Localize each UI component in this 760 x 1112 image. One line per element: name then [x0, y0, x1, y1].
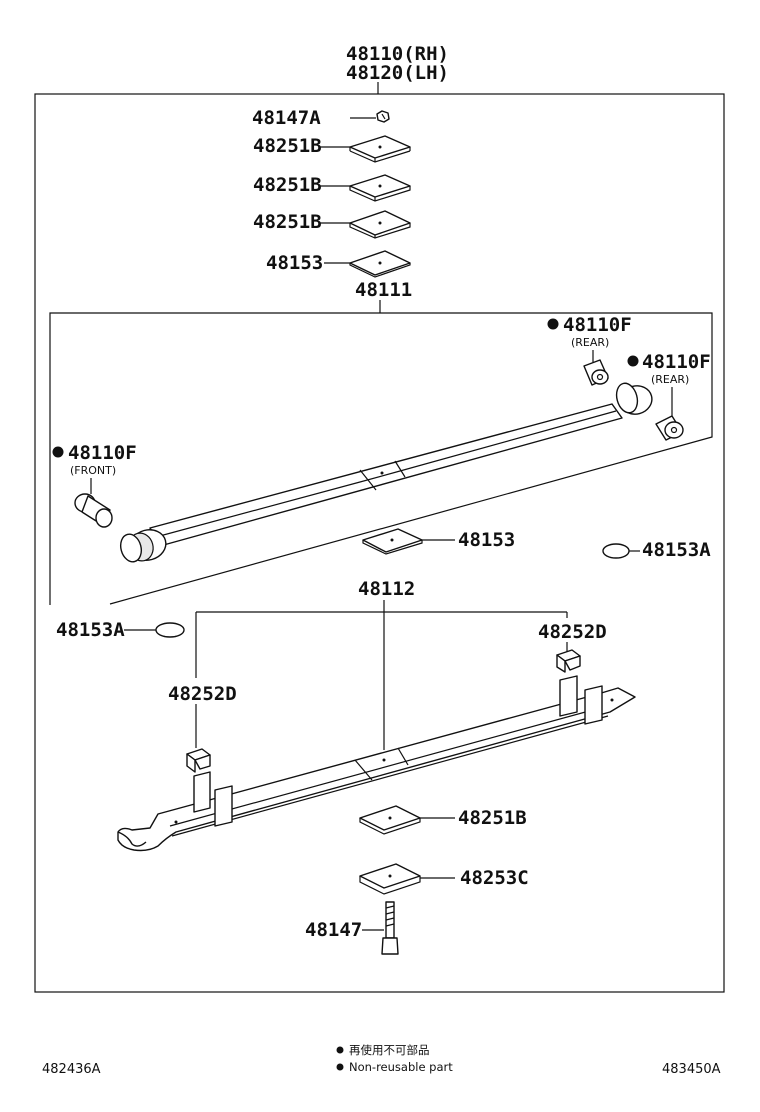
label-48153-mid: 48153	[458, 529, 515, 551]
nut-48147A	[376, 110, 390, 123]
leaf-spring-48112	[117, 687, 636, 852]
pad-48153-top	[349, 250, 411, 278]
cap-48153A-left	[155, 622, 185, 638]
non-reusable-dot-front	[52, 446, 64, 458]
label-48251B-1: 48251B	[253, 135, 322, 157]
label-48111: 48111	[355, 279, 412, 301]
clip-48252D-left	[186, 748, 211, 773]
pad-48153-mid	[362, 528, 423, 555]
label-48110F-front: 48110F	[68, 442, 137, 464]
pad-48251B-3	[349, 210, 411, 239]
bolt-48147	[381, 901, 399, 955]
pad-48251B-2	[349, 174, 411, 202]
pad-48251B-1	[349, 135, 411, 163]
non-reusable-dot-rear1	[547, 318, 559, 330]
note-rear2: (REAR)	[651, 373, 689, 386]
assembly-rh-label: 48110(RH)	[346, 43, 449, 65]
label-48252D-left: 48252D	[168, 683, 237, 705]
clamp-left	[193, 771, 233, 827]
label-48110F-rear1: 48110F	[563, 314, 632, 336]
leaf-spring-48111	[119, 382, 653, 563]
clamp-right	[559, 675, 603, 725]
pad-48253C	[359, 863, 421, 895]
outer-frame	[34, 93, 725, 993]
inner-frame-48111	[49, 312, 713, 605]
assembly-lh-label: 48120(LH)	[346, 62, 449, 84]
label-48153A-left: 48153A	[56, 619, 125, 641]
label-48251B-bottom: 48251B	[458, 807, 527, 829]
label-48147: 48147	[305, 919, 362, 941]
non-reusable-dot-rear2	[627, 355, 639, 367]
clip-48252D-right	[556, 649, 581, 673]
label-48153-top: 48153	[266, 252, 323, 274]
label-48251B-2: 48251B	[253, 174, 322, 196]
bushing-48110F-rear2	[655, 415, 684, 441]
pad-48251B-bottom	[359, 805, 421, 835]
bushing-48110F-rear1	[583, 359, 609, 386]
label-48147A: 48147A	[252, 107, 321, 129]
label-48251B-3: 48251B	[253, 211, 322, 233]
label-48252D-right: 48252D	[538, 621, 607, 643]
label-48253C: 48253C	[460, 867, 529, 889]
legend-dot-en	[336, 1063, 344, 1071]
footer-right-code: 483450A	[662, 1062, 721, 1077]
legend-dot-jp	[336, 1046, 344, 1054]
bushing-48110F-front	[74, 493, 113, 528]
label-48153A-right: 48153A	[642, 539, 711, 561]
note-rear1: (REAR)	[571, 336, 609, 349]
note-front: (FRONT)	[70, 464, 116, 477]
footer-left-code: 482436A	[42, 1062, 101, 1077]
cap-48153A-right	[602, 543, 630, 559]
legend-japanese: 再使用不可部品	[349, 1043, 430, 1057]
label-48110F-rear2: 48110F	[642, 351, 711, 373]
legend-english: Non-reusable part	[349, 1060, 453, 1074]
label-48112: 48112	[358, 578, 415, 600]
